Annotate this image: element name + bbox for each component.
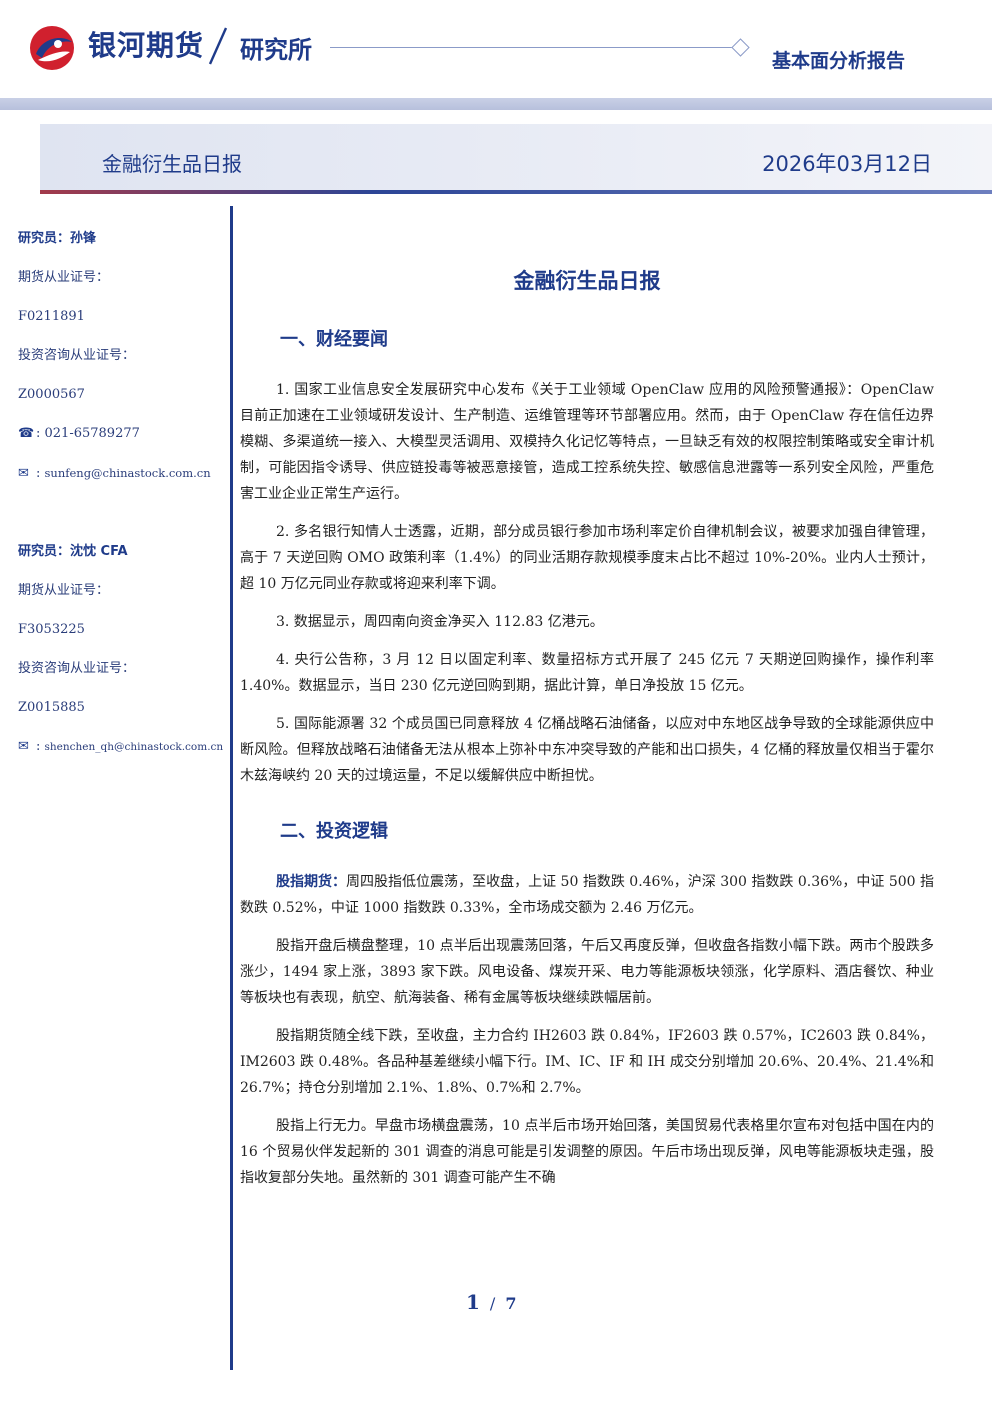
logic-paragraph: 股指开盘后横盘整理，10 点半后出现震荡回落，午后又再度反弹，但收盘各指数小幅下… bbox=[240, 938, 934, 1006]
news-item: 1. 国家工业信息安全发展研究中心发布《关于工业领域 OpenClaw 应用的风… bbox=[240, 382, 934, 502]
brand-name: 银河期货 bbox=[88, 29, 205, 62]
page-current: 1 bbox=[466, 1290, 480, 1314]
sidebar-divider bbox=[230, 206, 233, 1370]
report-body: 金融衍生品日报 一、财经要闻 1. 国家工业信息安全发展研究中心发布《关于工业领… bbox=[240, 255, 934, 1203]
logic-paragraph: 股指上行无力。早盘市场横盘震荡，10 点半后市场开始回落，美国贸易代表格里尔宣布… bbox=[240, 1118, 934, 1186]
title-bar bbox=[40, 124, 992, 192]
header-band bbox=[0, 98, 992, 110]
futures-license-number: F0211891 bbox=[18, 309, 85, 324]
consult-license-label: 投资咨询从业证号： bbox=[18, 348, 136, 363]
phone-line: ☎: 021-65789277 bbox=[18, 423, 223, 462]
envelope-icon: ✉ bbox=[18, 466, 29, 481]
analyst-name: 研究员：沈忱 CFA bbox=[18, 544, 128, 559]
news-item: 4. 央行公告称，3 月 12 日以固定利率、数量招标方式开展了 245 亿元 … bbox=[240, 652, 934, 694]
lead-text: 周四股指低位震荡，至收盘，上证 50 指数跌 0.46%，沪深 300 指数跌 … bbox=[240, 874, 935, 916]
news-item: 5. 国际能源署 32 个成员国已同意释放 4 亿桶战略石油储备，以应对中东地区… bbox=[240, 716, 934, 784]
futures-license-label: 期货从业证号： bbox=[18, 583, 110, 598]
futures-license-label: 期货从业证号： bbox=[18, 270, 110, 285]
email-line: ✉: sunfeng@chinastock.com.cn bbox=[18, 462, 223, 501]
consult-license-number: Z0015885 bbox=[18, 700, 85, 715]
email-line: ✉: shenchen_qh@chinastock.com.cn bbox=[18, 736, 223, 775]
header-decor-line bbox=[330, 47, 736, 48]
consult-license-label: 投资咨询从业证号： bbox=[18, 661, 136, 676]
page-total: 7 bbox=[505, 1294, 517, 1313]
analyst-name: 研究员：孙锋 bbox=[18, 231, 97, 246]
report-date: 2026年03月12日 bbox=[762, 152, 932, 176]
page-separator: / bbox=[489, 1294, 496, 1313]
email-address[interactable]: sunfeng@chinastock.com.cn bbox=[44, 466, 211, 480]
title-bar-underline bbox=[40, 190, 992, 194]
lead-label: 股指期货： bbox=[276, 874, 347, 890]
phone-number: 021-65789277 bbox=[44, 426, 140, 441]
logic-paragraph: 股指期货随全线下跌，至收盘，主力合约 IH2603 跌 0.84%，IF2603… bbox=[240, 1028, 934, 1096]
news-item: 3. 数据显示，周四南向资金净买入 112.83 亿港元。 bbox=[276, 614, 604, 630]
futures-license-number: F3053225 bbox=[18, 622, 85, 637]
report-type-label: 基本面分析报告 bbox=[772, 50, 906, 72]
analyst-card: 研究员：孙锋 期货从业证号： F0211891 投资咨询从业证号： Z00005… bbox=[18, 228, 223, 501]
analyst-card: 研究员：沈忱 CFA 期货从业证号： F3053225 投资咨询从业证号： Z0… bbox=[18, 541, 223, 775]
slash-divider bbox=[208, 27, 228, 65]
document-title: 金融衍生品日报 bbox=[513, 269, 661, 293]
email-address[interactable]: shenchen_qh@chinastock.com.cn bbox=[44, 741, 224, 753]
news-item: 2. 多名银行知情人士透露，近期，部分成员银行参加市场利率定价自律机制会议，被要… bbox=[240, 524, 934, 592]
consult-license-number: Z0000567 bbox=[18, 387, 85, 402]
section-heading-logic: 二、投资逻辑 bbox=[280, 821, 388, 842]
envelope-icon: ✉ bbox=[18, 739, 29, 754]
report-header bbox=[0, 0, 992, 112]
galaxy-futures-logo-icon bbox=[30, 26, 74, 70]
analyst-sidebar: 研究员：孙锋 期货从业证号： F0211891 投资咨询从业证号： Z00005… bbox=[18, 228, 223, 775]
logic-lead-paragraph: 股指期货：周四股指低位震荡，至收盘，上证 50 指数跌 0.46%，沪深 300… bbox=[240, 869, 934, 921]
title-bar-title: 金融衍生品日报 bbox=[102, 152, 242, 176]
page-number: 1 / 7 bbox=[466, 1290, 516, 1314]
institute-name: 研究所 bbox=[240, 36, 312, 64]
section-heading-news: 一、财经要闻 bbox=[280, 329, 388, 350]
phone-icon: ☎ bbox=[18, 426, 35, 441]
